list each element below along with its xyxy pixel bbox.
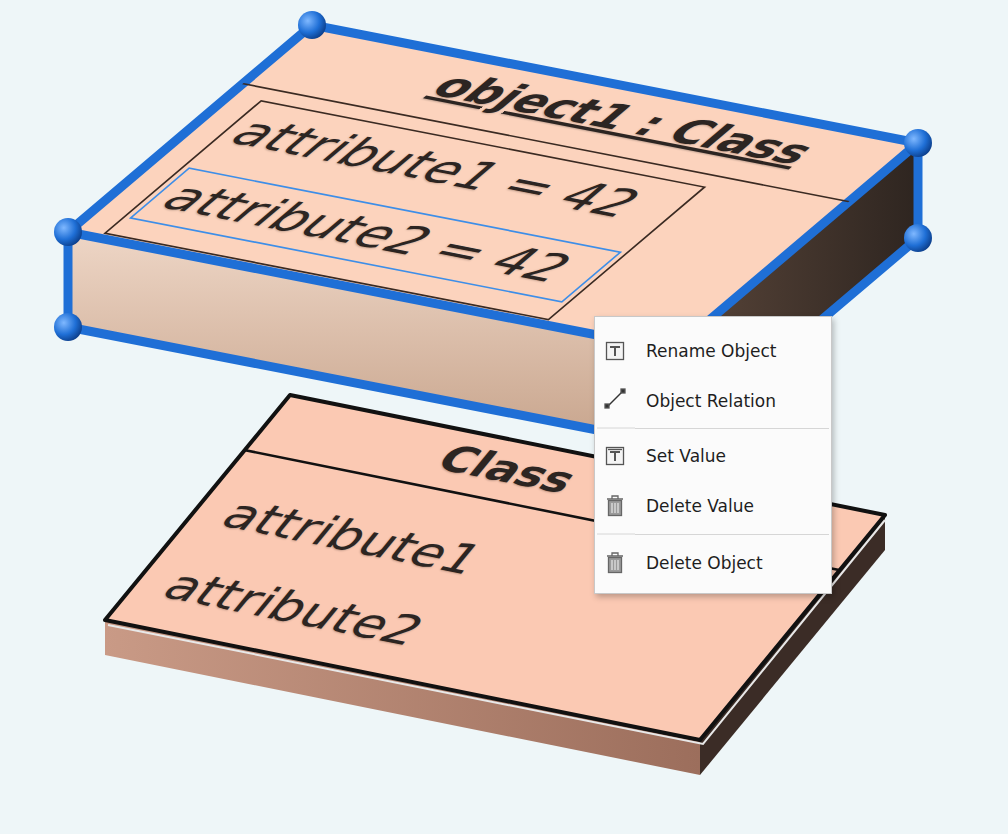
attribute-name: attribute1: [210, 491, 493, 584]
menu-separator: [635, 534, 829, 535]
selection-handle: [54, 11, 932, 341]
slab-top: [68, 25, 918, 350]
class-title: Class: [427, 438, 587, 502]
menu-item: Object Relation: [646, 390, 776, 412]
menu-item: Rename Object: [646, 340, 777, 362]
menu-separator: [635, 428, 829, 429]
menu-item: Set Value: [646, 445, 726, 467]
menu-item: Delete Object: [646, 552, 763, 574]
context-menu: Rename ObjectObject RelationSet ValueDel…: [594, 316, 832, 594]
menu-icons: [595, 317, 635, 593]
menu-item: Delete Value: [646, 495, 754, 517]
